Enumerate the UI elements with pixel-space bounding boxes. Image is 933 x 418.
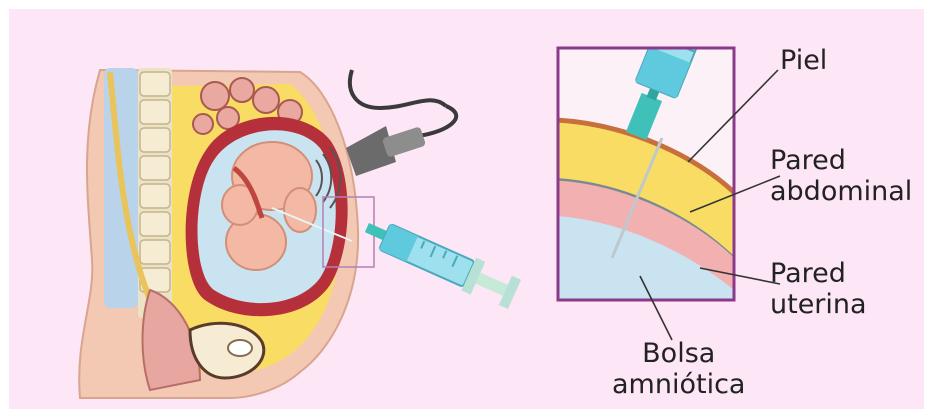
label-skin: Piel (780, 45, 827, 76)
label-amniotic-sac-line1: Bolsa (612, 338, 745, 369)
abdomen-cross-section (79, 68, 358, 398)
ultrasound-probe (346, 70, 456, 176)
label-amniotic-sac: Bolsa amniótica (612, 338, 745, 400)
label-uterine-wall-line2: uterina (770, 289, 867, 320)
syringe-left (359, 212, 522, 311)
label-uterine-wall: Pared uterina (770, 258, 867, 320)
label-abdominal-wall-line1: Pared (770, 145, 912, 176)
label-abdominal-wall-line2: abdominal (770, 176, 912, 207)
spine (104, 68, 172, 318)
label-amniotic-sac-line2: amniótica (612, 369, 745, 400)
label-uterine-wall-line1: Pared (770, 258, 867, 289)
zoom-connector-top (374, 48, 558, 197)
zoom-detail (556, 15, 740, 302)
label-abdominal-wall: Pared abdominal (770, 145, 912, 207)
